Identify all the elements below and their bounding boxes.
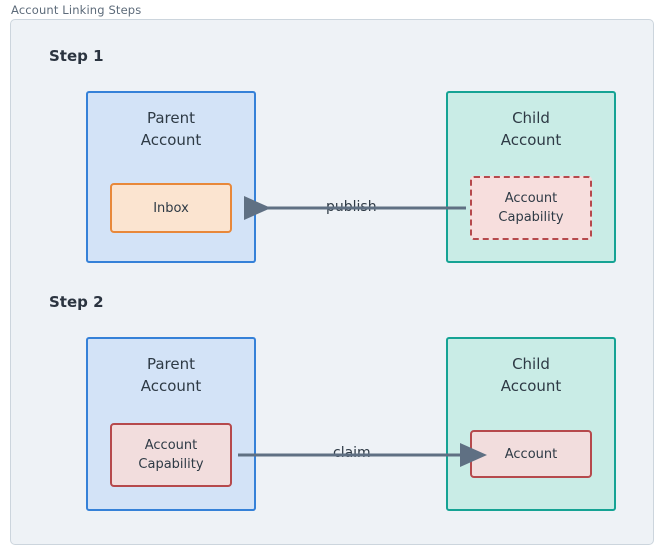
claim-edge-label: claim (327, 445, 377, 461)
step-2-child-account-box: Child Account (446, 337, 616, 511)
capability-label-line-1: Account (144, 438, 198, 453)
step-2-parent-account-title: Parent Account (88, 353, 254, 397)
capability-label-line-1: Account (504, 191, 558, 206)
child-title-line-2: Account (500, 377, 562, 395)
step-1-inbox-box: Inbox (110, 183, 232, 233)
step-1-parent-account-title: Parent Account (88, 107, 254, 151)
account-label: Account (504, 446, 558, 462)
capability-label-line-2: Capability (498, 210, 564, 225)
inbox-label: Inbox (153, 200, 189, 216)
figure-title: Account Linking Steps (11, 3, 142, 17)
step-1-parent-account-box: Parent Account (86, 91, 256, 263)
capability-label-line-2: Capability (138, 457, 204, 472)
step-1-child-account-title: Child Account (448, 107, 614, 151)
step-2-account-capability-box: Account Capability (110, 423, 232, 487)
child-title-line-1: Child (512, 355, 550, 373)
step-2-account-box: Account (470, 430, 592, 478)
publish-edge-label: publish (320, 199, 383, 215)
parent-title-line-2: Account (140, 131, 202, 149)
step-1-account-capability-box: Account Capability (470, 176, 592, 240)
step-2-label: Step 2 (49, 293, 104, 311)
child-title-line-1: Child (512, 109, 550, 127)
parent-title-line-1: Parent (146, 109, 196, 127)
step-1-label: Step 1 (49, 47, 104, 65)
child-title-line-2: Account (500, 131, 562, 149)
parent-title-line-1: Parent (146, 355, 196, 373)
parent-title-line-2: Account (140, 377, 202, 395)
step-2-child-account-title: Child Account (448, 353, 614, 397)
